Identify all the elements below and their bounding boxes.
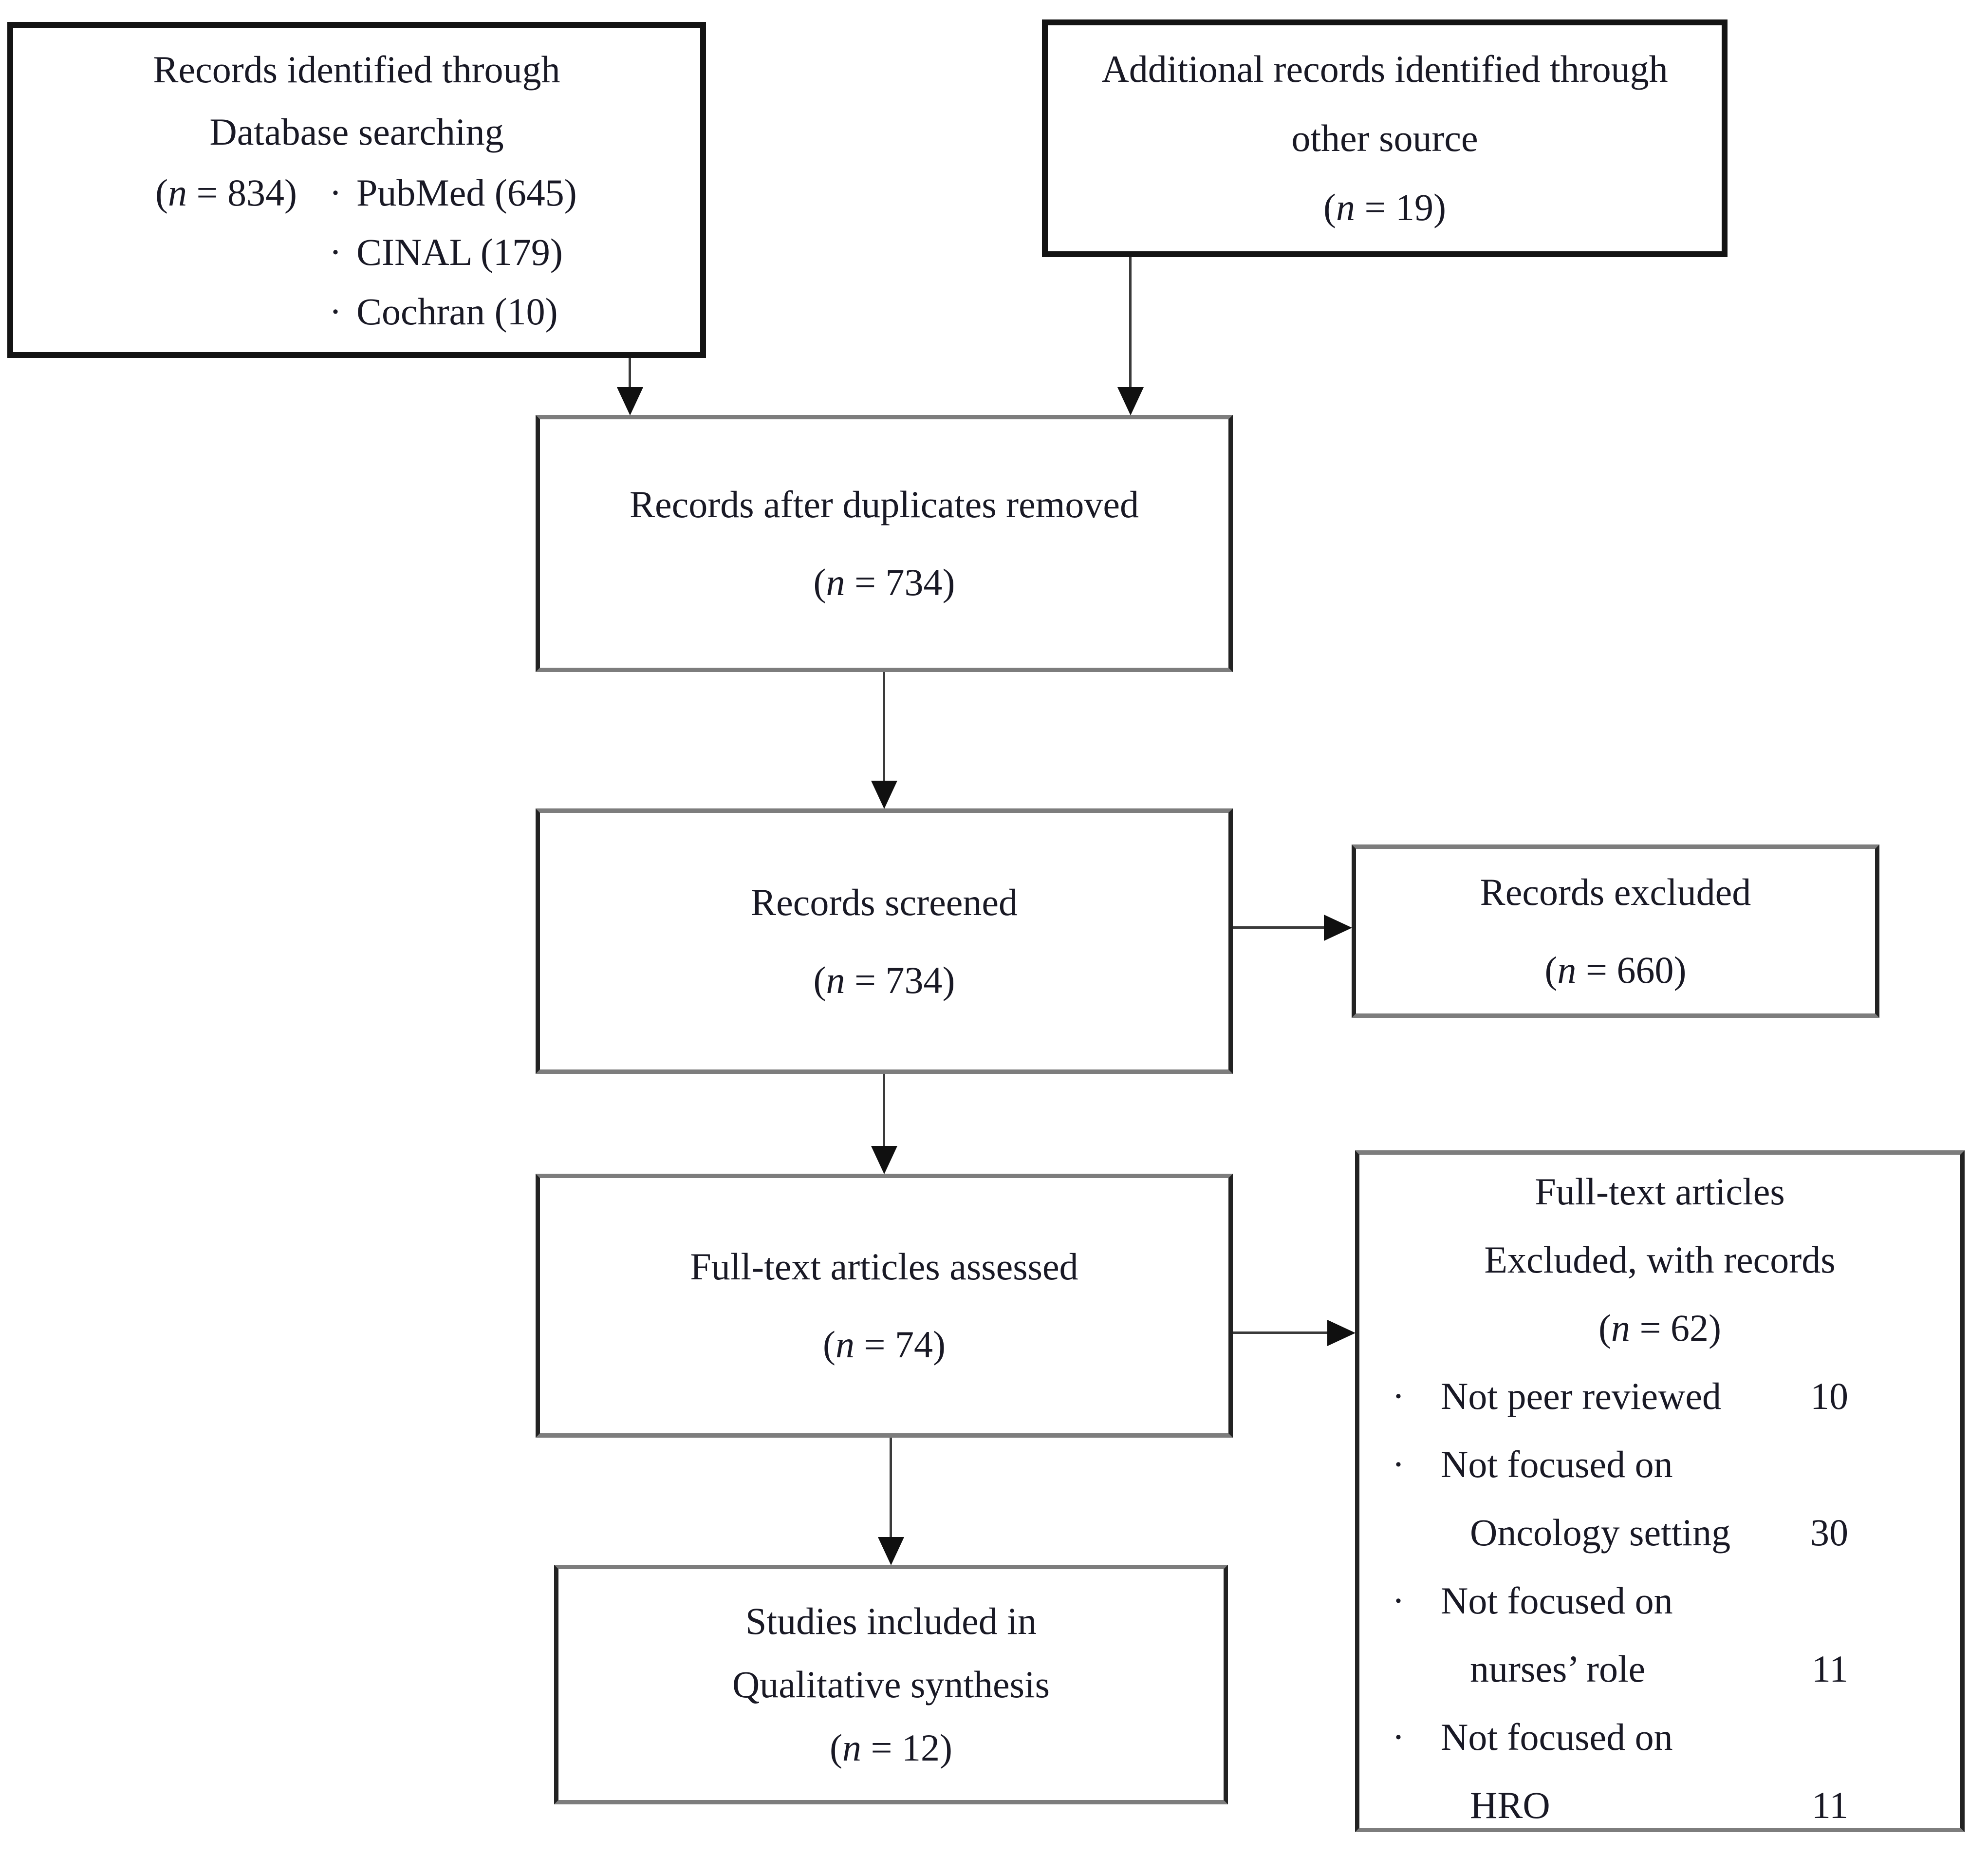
- box-title-line: Records excluded: [1480, 871, 1751, 913]
- count-label: (n = 734): [813, 561, 955, 603]
- box-title-line: Records screened: [751, 881, 1018, 923]
- count-label: (n = 74): [823, 1323, 946, 1366]
- count-label: (n = 660): [1544, 949, 1687, 991]
- exclusion-reason-row: · Not peer reviewed 10: [1359, 1362, 1960, 1430]
- bullet-icon: ·: [329, 231, 342, 273]
- arrowhead-down-icon: [871, 1146, 897, 1174]
- box-title-line: other source: [1291, 117, 1478, 159]
- list-item: ·CINAL (179): [329, 223, 577, 282]
- list-item: ·PubMed (645): [329, 163, 577, 223]
- bullet-icon: ·: [1392, 1579, 1405, 1622]
- box-title-line: Studies included in: [745, 1600, 1037, 1642]
- exclusion-reason-row: · Not focused on: [1359, 1703, 1960, 1771]
- arrowhead-down-icon: [878, 1537, 904, 1565]
- box-title-line: Full-text articles: [1535, 1170, 1785, 1213]
- bullet-icon: ·: [1392, 1443, 1405, 1485]
- count-label: (n = 19): [1323, 186, 1446, 228]
- box-additional-records: Additional records identified through ot…: [1042, 19, 1728, 257]
- reason-count: 11: [1811, 1784, 1848, 1826]
- exclusion-reason-row: nurses’ role 11: [1359, 1635, 1960, 1703]
- bullet-icon: ·: [1392, 1375, 1405, 1417]
- count-label: (n = 62): [1598, 1307, 1721, 1349]
- count-label: (n = 12): [830, 1726, 952, 1769]
- count-label: (n = 834): [155, 171, 297, 214]
- box-title-line: Additional records identified through: [1101, 48, 1668, 90]
- reason-count: 11: [1811, 1648, 1848, 1690]
- box-title-line: Full-text articles assessed: [690, 1245, 1078, 1288]
- box-fulltext-excluded: Full-text articles Excluded, with record…: [1355, 1150, 1965, 1832]
- box-records-identified: Records identified through Database sear…: [7, 22, 706, 358]
- box-title-line: Database searching: [209, 111, 504, 153]
- exclusion-reason-row: Oncology setting 30: [1359, 1499, 1960, 1567]
- database-source-list: ·PubMed (645) ·CINAL (179) ·Cochran (10): [329, 163, 577, 341]
- box-fulltext-assessed: Full-text articles assessed (n = 74): [536, 1174, 1233, 1438]
- box-duplicates-removed: Records after duplicates removed (n = 73…: [536, 415, 1233, 672]
- count-label: (n = 734): [813, 958, 955, 1001]
- exclusion-reason-row: HRO 11: [1359, 1771, 1960, 1839]
- list-item: ·Cochran (10): [329, 282, 577, 341]
- exclusion-reason-row: · Not focused on: [1359, 1567, 1960, 1635]
- arrowhead-down-icon: [871, 781, 897, 809]
- box-studies-included: Studies included in Qualitative synthesi…: [554, 1565, 1228, 1804]
- reason-count: 30: [1810, 1511, 1848, 1554]
- arrowhead-right-icon: [1324, 915, 1352, 941]
- arrowhead-right-icon: [1327, 1320, 1356, 1346]
- box-title-line: Qualitative synthesis: [732, 1663, 1050, 1706]
- reason-count: 10: [1810, 1375, 1848, 1417]
- box-title-line: Excluded, with records: [1484, 1238, 1836, 1281]
- box-title-line: Records identified through: [153, 48, 560, 91]
- bullet-icon: ·: [329, 171, 342, 214]
- arrowhead-down-icon: [1117, 387, 1144, 415]
- arrowhead-down-icon: [617, 387, 643, 415]
- bullet-icon: ·: [329, 290, 342, 333]
- exclusion-reason-row: · Not focused on: [1359, 1430, 1960, 1499]
- box-title-line: Records after duplicates removed: [629, 483, 1139, 525]
- bullet-icon: ·: [1392, 1716, 1405, 1758]
- box-records-excluded: Records excluded (n = 660): [1352, 844, 1879, 1018]
- box-records-screened: Records screened (n = 734): [536, 808, 1233, 1074]
